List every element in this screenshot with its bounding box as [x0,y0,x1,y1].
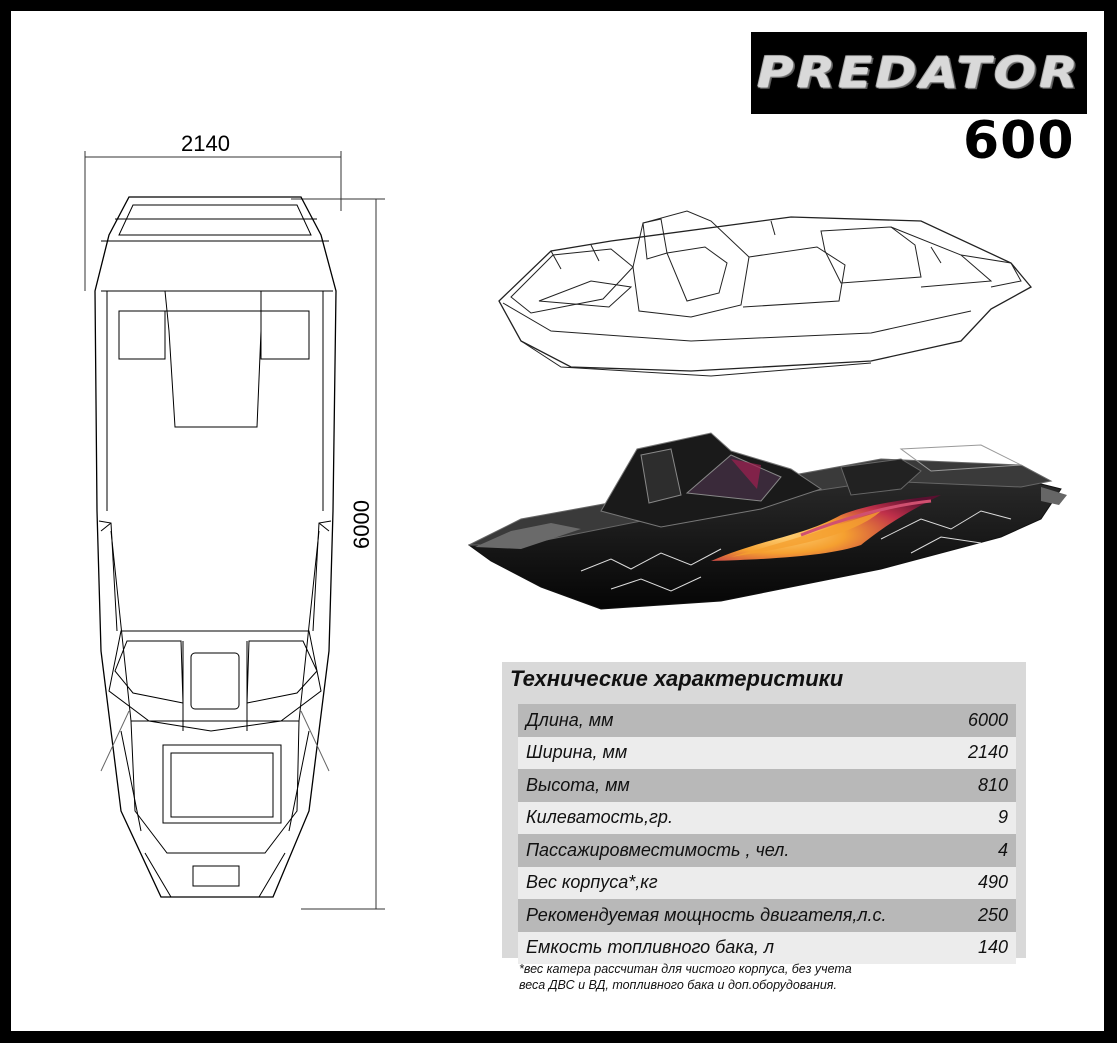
spec-value: 6000 [967,709,1008,730]
spec-label: Емкость топливного бака, л [526,937,774,958]
spec-value: 2140 [967,742,1008,763]
spec-label: Вес корпуса*,кг [526,872,658,893]
footnote-line-1: *вес катера рассчитан для чистого корпус… [519,962,852,976]
spec-row-fuel-tank: Емкость топливного бака, л 140 [518,931,1016,964]
spec-row-deadrise: Килеватость,гр. 9 [518,801,1016,834]
spec-value: 9 [997,807,1008,828]
spec-value: 810 [977,774,1008,795]
spec-label: Рекомендуемая мощность двигателя,л.с. [526,904,887,925]
spec-label: Ширина, мм [526,742,628,763]
spec-sheet: PREDATOR 600 2140 6000 [11,11,1104,1031]
spec-row-height: Высота, мм 810 [518,769,1016,802]
spec-row-length: Длина, мм 6000 [518,704,1016,737]
spec-value: 490 [977,872,1008,893]
logo-text: PREDATOR [757,48,1081,98]
specifications-table: Длина, мм 6000 Ширина, мм 2140 Высота, м… [518,704,1016,964]
spec-row-capacity: Пассажировместимость , чел. 4 [518,834,1016,867]
weight-footnote: *вес катера рассчитан для чистого корпус… [519,961,939,993]
specifications-panel: Технические характеристики Длина, мм 600… [502,662,1026,964]
spec-label: Длина, мм [526,709,614,730]
spec-value: 4 [997,839,1008,860]
model-number: 600 [963,111,1075,171]
spec-label: Килеватость,гр. [526,807,673,828]
spec-label: Пассажировместимость , чел. [526,839,790,860]
specifications-title: Технические характеристики [510,666,844,691]
brand-logo: PREDATOR [751,32,1087,114]
rendered-boat-image [467,432,1067,610]
top-view-plan-drawing [84,151,385,910]
spec-value: 250 [977,904,1008,925]
spec-row-width: Ширина, мм 2140 [518,736,1016,769]
footnote-line-2: веса ДВС и ВД, топливного бака и доп.обо… [519,978,837,992]
wireframe-boat-render [498,210,1033,377]
spec-row-hull-weight: Вес корпуса*,кг 490 [518,866,1016,899]
spec-label: Высота, мм [526,774,630,795]
spec-value: 140 [977,937,1008,958]
width-dimension-label: 2140 [181,131,230,156]
spec-row-engine-power: Рекомендуемая мощность двигателя,л.с. 25… [518,899,1016,932]
